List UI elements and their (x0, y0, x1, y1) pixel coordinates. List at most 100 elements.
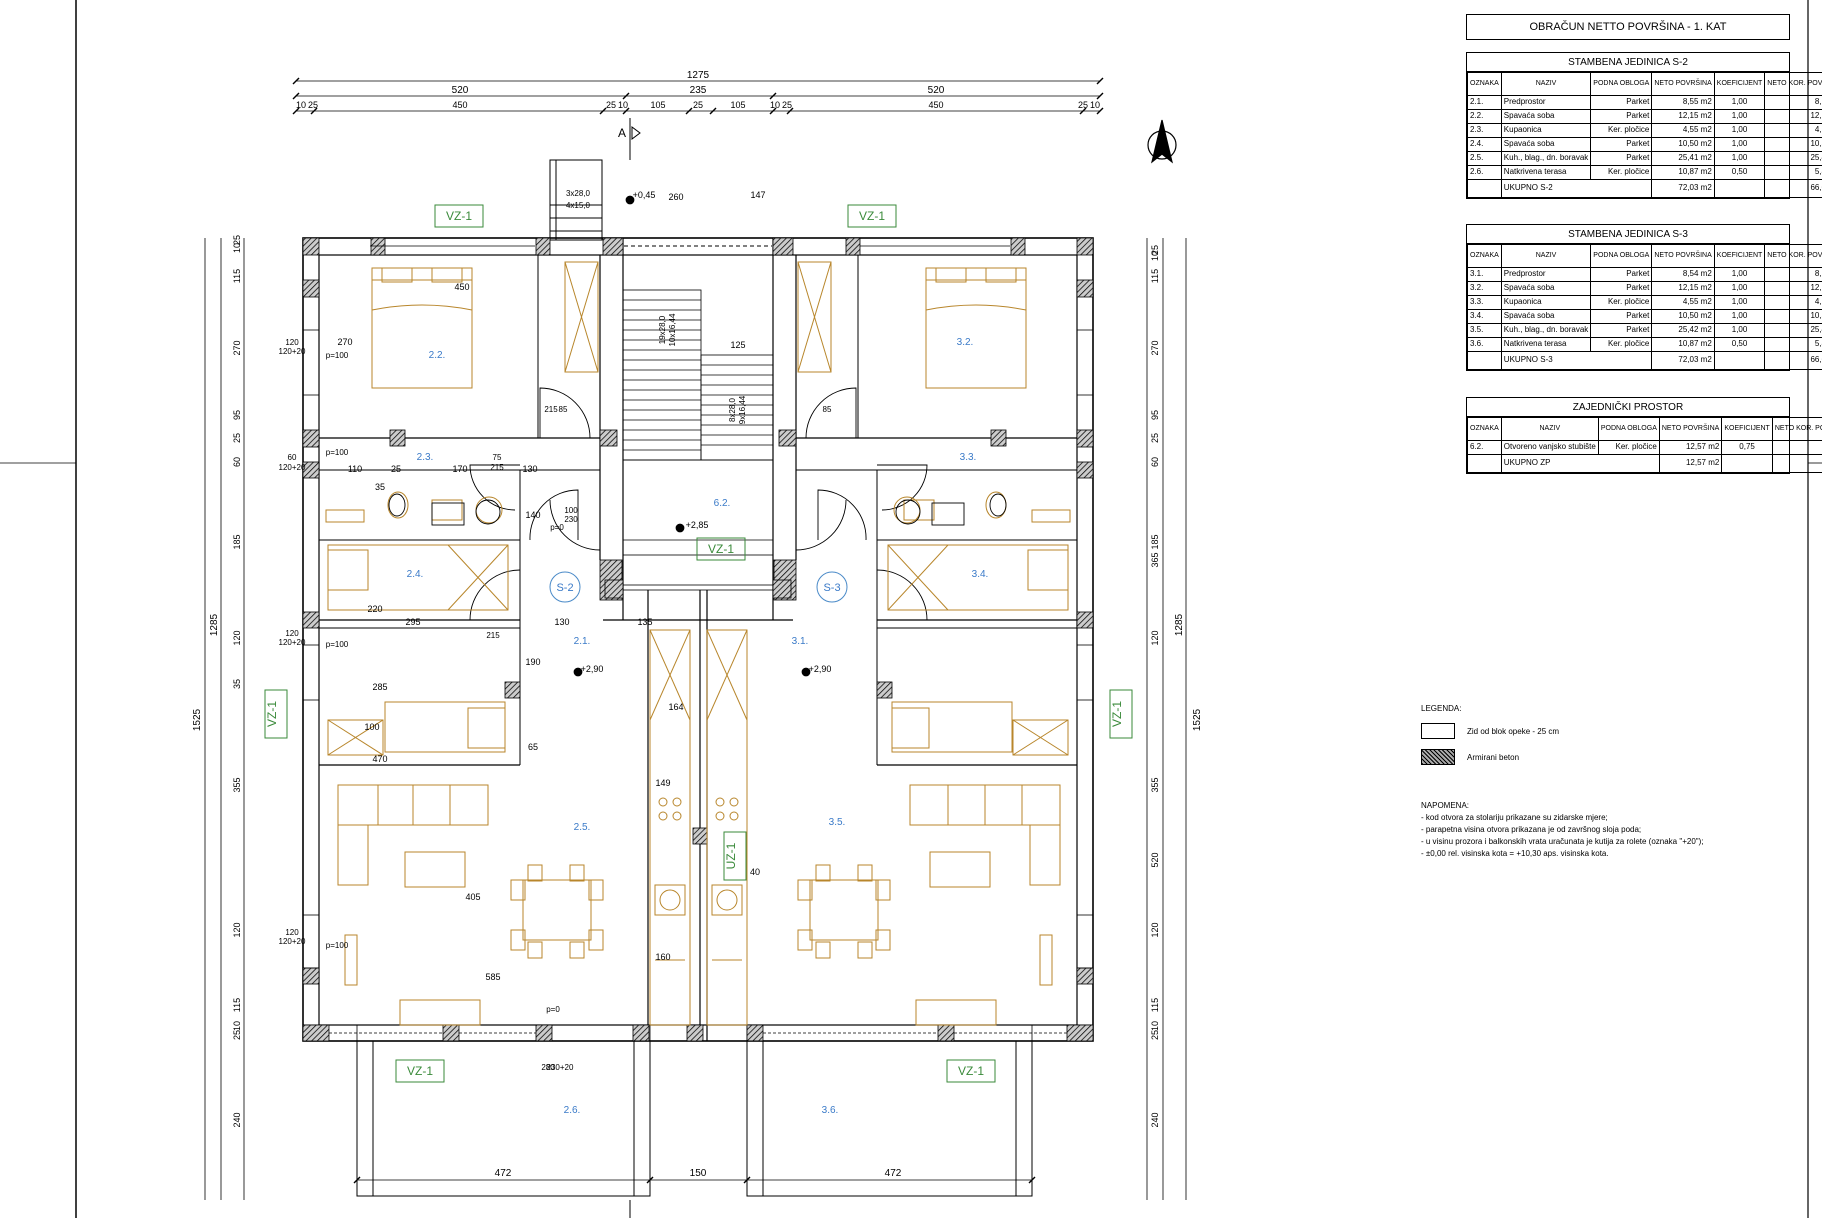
dimension-label: p=0 (546, 1005, 560, 1014)
window-tag: VZ-1 (708, 542, 734, 556)
dimension-label: 240 (232, 1112, 242, 1127)
table-cell: Parket (1590, 323, 1653, 338)
dimension-label: 120 (285, 338, 299, 347)
dimension-label: 120+20 (279, 937, 306, 946)
room-tag: 3.5. (829, 817, 846, 828)
legend-label: Armirani beton (1467, 752, 1520, 762)
dimension-label: 285 (372, 682, 387, 692)
dimension-label: 220 (367, 604, 382, 614)
table-cell: Spavaća soba (1500, 137, 1592, 152)
dimension-label: 230+20 (547, 1063, 574, 1072)
table-cell: Parket (1590, 109, 1653, 124)
elevation-label: +0,45 (633, 190, 656, 200)
table-title: STAMBENA JEDINICA S-2 (1467, 53, 1789, 72)
dimension-label: 10 (232, 243, 242, 253)
legend: LEGENDA: Zid od blok opeke - 25 cm Armir… (1421, 704, 1559, 765)
dimension-label: 520 (1150, 852, 1160, 867)
dimension-label: 295 (405, 617, 420, 627)
table-cell: 8,54 m2 (1764, 267, 1822, 282)
room-tag: 3.1. (792, 636, 809, 647)
dimension-label: 100 (564, 506, 578, 515)
table-cell: 1,00 (1713, 123, 1766, 138)
dimension-label: 190 (525, 657, 540, 667)
dimension-label: 25 (308, 100, 318, 110)
dimension-label: 164 (668, 702, 683, 712)
dimension-label: 105 (730, 100, 745, 110)
table-cell: 10,87 m2 (1651, 165, 1715, 180)
dimension-label: 10 (1090, 100, 1100, 110)
dimension-label: 25 (1150, 433, 1160, 443)
dimension-label: 520 (452, 85, 469, 96)
dimension-label: 115 (1150, 269, 1160, 283)
table-cell: 3.3. (1467, 295, 1502, 310)
section-marker (629, 118, 641, 1218)
table-cell: 2.4. (1467, 137, 1502, 152)
table-cell: 72,03 m2 (1651, 179, 1715, 198)
bathroom-fixtures (388, 493, 1007, 526)
table-cell: UKUPNO S-3 (1500, 351, 1653, 370)
dimension-label: 270 (1150, 340, 1160, 355)
table-cell: 2.1. (1467, 95, 1502, 110)
building-walls (302, 237, 1094, 1042)
window-tag: VZ-1 (859, 209, 885, 223)
legend-item-brick: Zid od blok opeke - 25 cm (1421, 723, 1559, 739)
column-header: NAZIV (1500, 72, 1592, 96)
table-cell: 1,00 (1713, 323, 1766, 338)
dimension-label: 25 (606, 100, 616, 110)
table-cell: Kuh., blag., dn. boravak (1500, 323, 1592, 338)
dimension-label: 215 (486, 631, 500, 640)
dimension-label: 25 (232, 433, 242, 443)
table-cell: 8,55 m2 (1764, 95, 1822, 110)
dimension-label: 120 (232, 630, 242, 645)
column-header: OZNAKA (1467, 72, 1502, 96)
window-tag-boxes (264, 204, 1133, 1083)
notes: NAPOMENA: - kod otvora za stolariju prik… (1421, 800, 1704, 860)
dimension-label: 100 (364, 722, 379, 732)
section-marker-label: A (618, 126, 626, 140)
window-tag: VZ-1 (407, 1064, 433, 1078)
room-tag: 2.6. (564, 1105, 581, 1116)
table-cell: 1,00 (1713, 95, 1766, 110)
dimension-label: 149 (655, 778, 670, 788)
table-cell: 12,15 m2 (1764, 109, 1822, 124)
table-cell: 4,55 m2 (1651, 123, 1715, 138)
dimension-label: 10 (1150, 1021, 1160, 1031)
dimension-label: 10 (1150, 251, 1160, 261)
dimension-label: 470 (372, 754, 387, 764)
elevation-markers (573, 195, 811, 677)
table-cell: 1,00 (1713, 267, 1766, 282)
table-cell: 9,43 m2 (1771, 440, 1822, 455)
dimension-label: 115 (1150, 998, 1160, 1012)
dimension-label: 115 (232, 269, 242, 283)
dimension-label: 130 (522, 464, 537, 474)
table-cell: Parket (1590, 267, 1653, 282)
dimension-label: 115 (232, 998, 242, 1012)
column-header: KOEFICIJENT (1713, 72, 1766, 96)
dimension-label: 35 (375, 482, 385, 492)
table-cell: 4,55 m2 (1651, 295, 1715, 310)
room-tag: 3.6. (822, 1105, 839, 1116)
table-cell: 0,50 (1713, 165, 1766, 180)
table-cell: 10,50 m2 (1651, 309, 1715, 324)
dimension-label: 450 (452, 100, 467, 110)
table-cell: 4,55 m2 (1764, 123, 1822, 138)
table-cell: 66,60 m2 (1764, 179, 1822, 198)
table-cell: Kupaonica (1500, 123, 1592, 138)
column-header: NETO POVRŠINA (1651, 244, 1715, 268)
elevation-label: +2,85 (686, 520, 709, 530)
stair-label: 9x16,44 (738, 395, 747, 424)
column-header: PODNA OBLOGA (1590, 244, 1653, 268)
table-cell (1467, 351, 1502, 370)
column-header: KOEFICIJENT (1713, 244, 1766, 268)
legend-item-concrete: Armirani beton (1421, 749, 1559, 765)
table-cell: 9,43 m2 (1771, 454, 1822, 473)
dimension-label: 25 (232, 1030, 242, 1040)
dimension-label: p=100 (326, 941, 349, 950)
dimension-label: 85 (559, 405, 568, 414)
table-cell: Ker. pločice (1597, 440, 1660, 455)
